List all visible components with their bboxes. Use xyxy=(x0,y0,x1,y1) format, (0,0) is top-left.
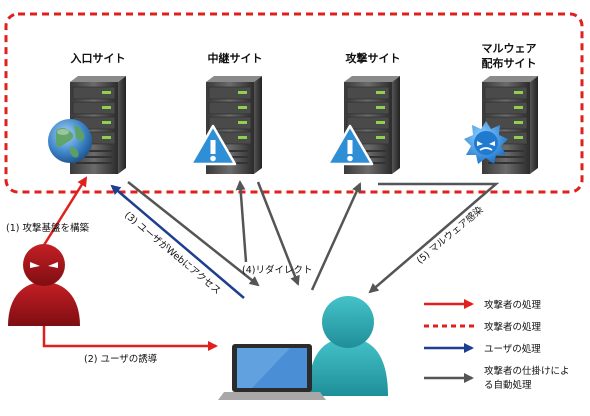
legend-label-3: ユーザの処理 xyxy=(484,343,541,355)
step3-label: (3) ユーザがWebにアクセス xyxy=(122,209,223,297)
step5-label: (5) マルウェア感染 xyxy=(414,203,486,266)
user-figure xyxy=(308,296,388,396)
entry-site-label: 入口サイト xyxy=(71,52,126,65)
legend-label-1: 攻撃者の処理 xyxy=(484,299,542,311)
relay-site: 中継サイト xyxy=(189,51,263,175)
arrow-entry-to-user xyxy=(127,181,260,287)
entry-site: 入口サイト xyxy=(48,52,127,175)
attack-site: 攻撃サイト xyxy=(326,51,401,175)
legend-label-2: 攻撃者の処理 xyxy=(484,321,542,333)
globe-icon xyxy=(48,119,92,163)
step1-label: (1) 攻撃基盤を構築 xyxy=(6,222,89,234)
flow-arrows xyxy=(42,176,500,351)
attacker-figure xyxy=(8,244,80,326)
legend: 攻撃者の処理 攻撃者の処理 ユーザの処理 攻撃者の仕掛けによ る自動処理 xyxy=(424,299,570,391)
warning-icon xyxy=(189,124,237,166)
user-with-laptop xyxy=(218,296,388,400)
arrow-step1 xyxy=(42,176,88,246)
arrow-redirect-attack-up xyxy=(310,182,362,291)
relay-site-label: 中継サイト xyxy=(208,51,263,65)
arrow-redirect-relay-down xyxy=(256,181,300,286)
legend-label-4-line2: る自動処理 xyxy=(484,379,532,391)
step4-label: (4)リダイレクト xyxy=(242,264,312,276)
malware-site-label-line2: 配布サイト xyxy=(482,56,537,70)
step2-label: (2) ユーザの誘導 xyxy=(84,353,158,365)
arrow-step2 xyxy=(42,322,218,351)
arrow-step3 xyxy=(110,184,245,299)
malware-distribution-site: マルウェア 配布サイト xyxy=(464,42,539,175)
virus-icon xyxy=(464,121,508,164)
laptop-icon xyxy=(218,344,326,400)
legend-label-4-line1: 攻撃者の仕掛けによ xyxy=(484,365,570,377)
attack-infrastructure-boundary xyxy=(4,12,584,194)
attack-site-label: 攻撃サイト xyxy=(346,51,401,65)
warning-icon xyxy=(326,124,374,166)
malware-site-label-line1: マルウェア xyxy=(482,42,537,55)
arrow-step5 xyxy=(368,182,500,294)
arrow-redirect-relay-up xyxy=(235,180,248,263)
